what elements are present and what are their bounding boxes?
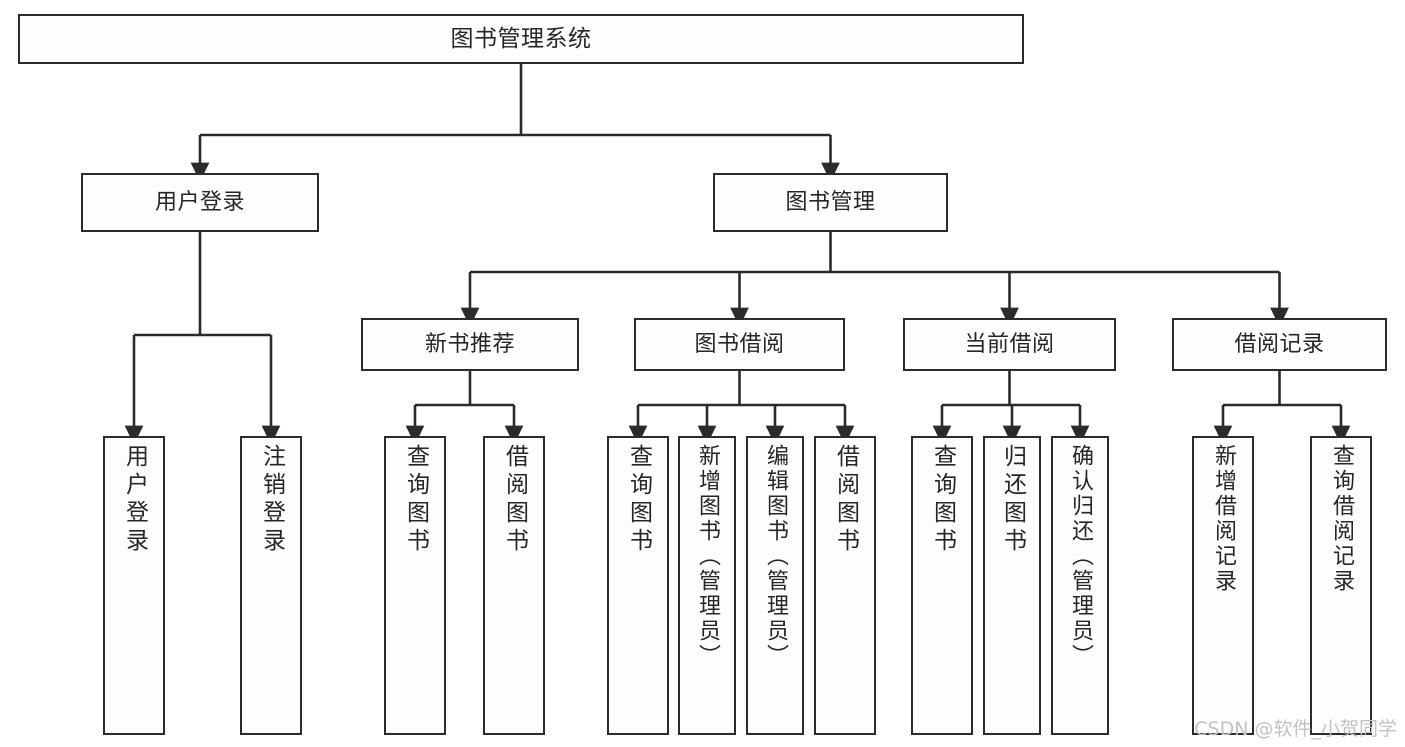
node-user-login-label: 用户登录: [154, 189, 245, 215]
node-leaf-confirm-return-label: 确认归还（管理员）: [1068, 444, 1093, 669]
node-borrow-record-label: 借阅记录: [1234, 331, 1325, 357]
node-leaf-add-book[interactable]: 新增图书（管理员）: [678, 436, 736, 735]
node-leaf-add-record[interactable]: 新增借阅记录: [1192, 436, 1254, 735]
node-leaf-logout[interactable]: 注销登录: [240, 436, 302, 735]
node-leaf-edit-book-label: 编辑图书（管理员）: [763, 444, 788, 669]
node-book-borrow-label: 图书借阅: [694, 331, 785, 357]
node-leaf-query-record-label: 查询借阅记录: [1329, 444, 1354, 594]
node-current-borrow[interactable]: 当前借阅: [903, 318, 1116, 371]
node-current-borrow-label: 当前借阅: [964, 331, 1055, 357]
node-leaf-query-book-3[interactable]: 查询图书: [911, 436, 973, 735]
node-leaf-return-book[interactable]: 归还图书: [983, 436, 1041, 735]
node-leaf-return-book-label: 归还图书: [999, 444, 1026, 556]
node-leaf-borrow-book-2[interactable]: 借阅图书: [814, 436, 876, 735]
node-book-manage-label: 图书管理: [785, 189, 876, 215]
node-new-book-rec-label: 新书推荐: [424, 331, 515, 357]
node-book-borrow[interactable]: 图书借阅: [634, 318, 845, 371]
node-leaf-query-book-1-label: 查询图书: [402, 444, 429, 556]
node-leaf-add-book-label: 新增图书（管理员）: [695, 444, 720, 669]
node-leaf-confirm-return[interactable]: 确认归还（管理员）: [1051, 436, 1109, 735]
node-leaf-add-record-label: 新增借阅记录: [1211, 444, 1236, 594]
node-leaf-borrow-book-1-label: 借阅图书: [501, 444, 528, 556]
node-root-label: 图书管理系统: [450, 25, 592, 52]
node-user-login[interactable]: 用户登录: [81, 173, 319, 232]
node-leaf-borrow-book-1[interactable]: 借阅图书: [483, 436, 545, 735]
node-root[interactable]: 图书管理系统: [18, 14, 1024, 64]
node-leaf-logout-label: 注销登录: [258, 444, 285, 556]
node-borrow-record[interactable]: 借阅记录: [1172, 318, 1387, 371]
node-leaf-query-book-2-label: 查询图书: [625, 444, 652, 556]
node-leaf-borrow-book-2-label: 借阅图书: [832, 444, 859, 556]
node-leaf-query-book-1[interactable]: 查询图书: [384, 436, 446, 735]
node-leaf-edit-book[interactable]: 编辑图书（管理员）: [746, 436, 804, 735]
node-leaf-query-book-2[interactable]: 查询图书: [607, 436, 669, 735]
node-new-book-rec[interactable]: 新书推荐: [361, 318, 579, 371]
node-leaf-user-login-label: 用户登录: [121, 444, 148, 556]
node-leaf-query-record[interactable]: 查询借阅记录: [1310, 436, 1372, 735]
node-leaf-query-book-3-label: 查询图书: [929, 444, 956, 556]
node-book-manage[interactable]: 图书管理: [713, 173, 948, 232]
node-leaf-user-login[interactable]: 用户登录: [103, 436, 165, 735]
